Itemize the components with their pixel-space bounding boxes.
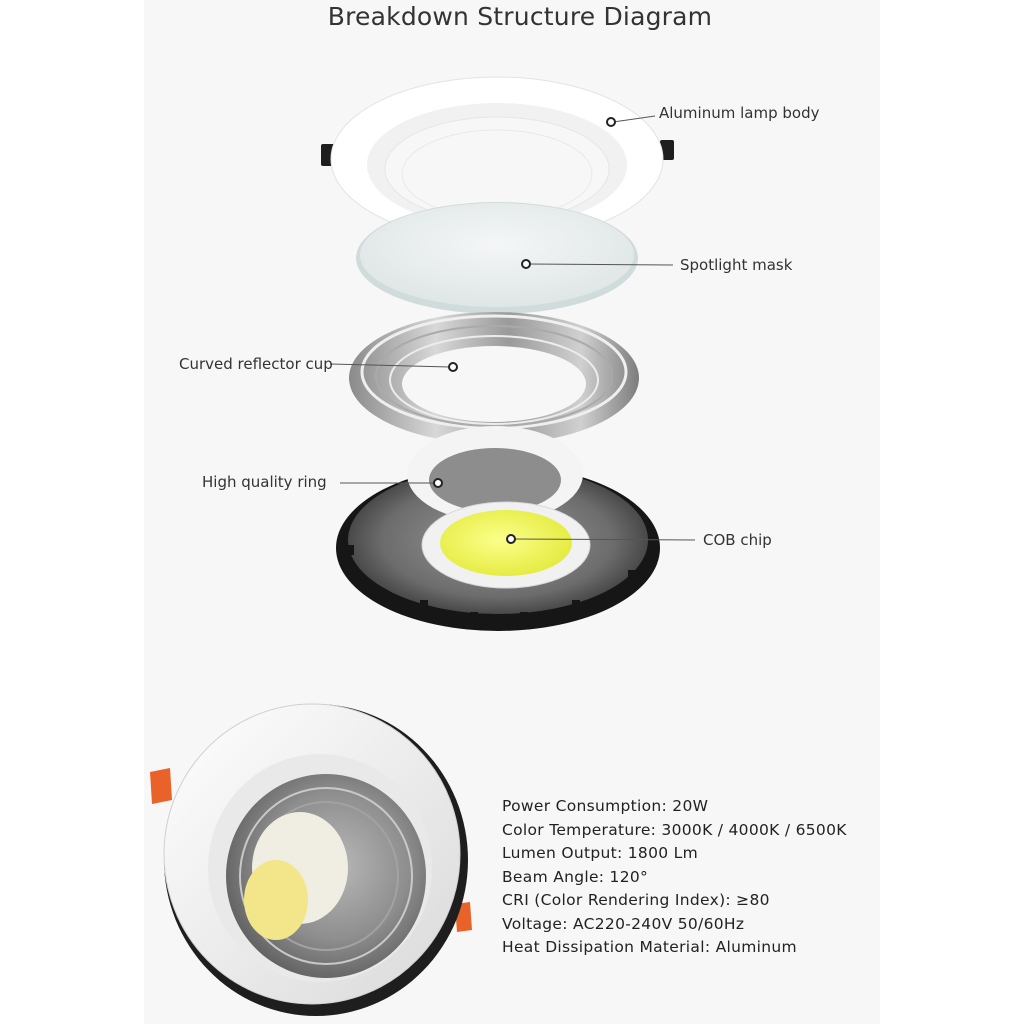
spec-color-temperature: Color Temperature: 3000K / 4000K / 6500K [502, 820, 847, 839]
label-spotlight-mask: Spotlight mask [680, 256, 793, 274]
callout-lines [329, 115, 696, 541]
spec-power: Power Consumption: 20W [502, 797, 709, 815]
spec-lumen-output: Lumen Output: 1800 Lm [502, 844, 698, 862]
label-cob-chip: COB chip [703, 531, 772, 549]
spec-voltage: Voltage: AC220-240V 50/60Hz [502, 914, 745, 933]
callout-dots [433, 117, 616, 544]
high-quality-ring [407, 426, 583, 522]
spec-cri: CRI (Color Rendering Index): ≥80 [502, 891, 770, 909]
spec-list: Power Consumption: 20W Color Temperature… [502, 795, 847, 960]
label-curved-reflector-cup: Curved reflector cup [179, 355, 333, 373]
page-title: Breakdown Structure Diagram [327, 2, 713, 31]
cob-chip [421, 501, 591, 589]
spotlight-mask [356, 202, 638, 314]
assembled-downlight-photo [150, 703, 472, 1016]
spec-beam-angle: Beam Angle: 120° [502, 867, 649, 886]
aluminum-lamp-body [321, 76, 674, 242]
spec-heat-dissipation: Heat Dissipation Material: Aluminum [502, 938, 797, 956]
label-aluminum-lamp-body: Aluminum lamp body [659, 104, 820, 122]
label-high-quality-ring: High quality ring [202, 473, 327, 491]
curved-reflector-cup [349, 312, 639, 444]
